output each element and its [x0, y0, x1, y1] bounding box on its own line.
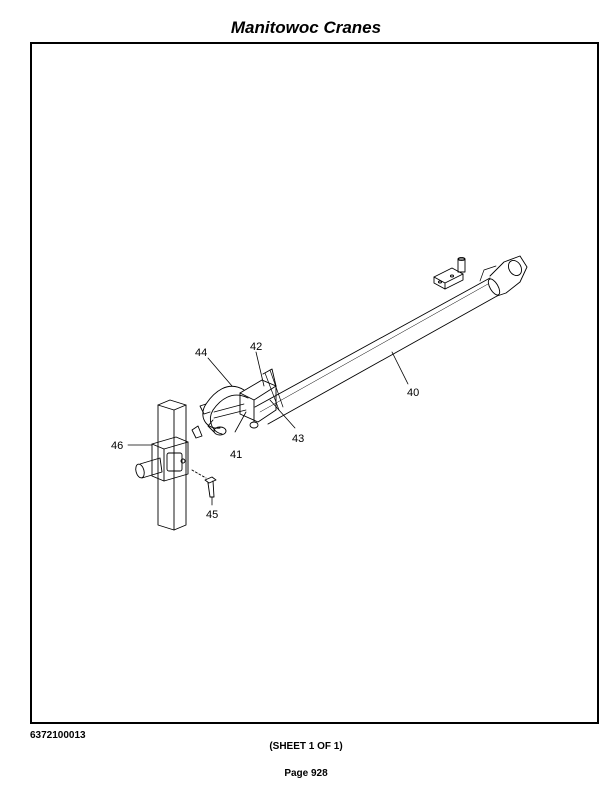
drawing-frame: [30, 42, 599, 724]
hose-upper: [202, 385, 245, 429]
hose-lower: [210, 394, 249, 435]
drawing-number: 6372100013: [30, 730, 86, 741]
callout-44: 44: [195, 347, 207, 359]
bolt-centerline: [191, 469, 207, 479]
block-stud: [457, 258, 466, 273]
barrel-top-edge: [254, 277, 491, 408]
callout-45: 45: [206, 509, 218, 521]
bolt-head: [204, 476, 217, 484]
elbow-fitting: [191, 425, 203, 439]
post-top: [157, 399, 187, 411]
hose-fitting-upper: [199, 403, 211, 415]
barrel-bottom-edge: [267, 295, 498, 425]
mounting-block: [433, 267, 464, 290]
page-number: Page 928: [284, 768, 328, 779]
sheet-label: (SHEET 1 OF 1): [269, 741, 343, 752]
hose-fitting-lower: [207, 419, 215, 433]
hose-coupler: [213, 426, 227, 436]
page-header-title: Manitowoc Cranes: [230, 18, 382, 37]
barrel-end-ring: [487, 278, 501, 296]
callout-46: 46: [111, 440, 123, 452]
clevis-pin-hole: [507, 260, 523, 276]
trunnion-plate: [166, 452, 183, 472]
manifold-fitting: [249, 421, 259, 429]
callout-40: 40: [407, 387, 419, 399]
base-pin: [139, 457, 163, 479]
callout-43: 43: [292, 433, 304, 445]
barrel-highlight: [259, 283, 489, 413]
clevis-body: [489, 255, 528, 297]
callout-41: 41: [230, 449, 242, 461]
valve-manifold: [239, 379, 277, 423]
base-trunnion: [151, 436, 189, 482]
callout-42: 42: [250, 341, 262, 353]
